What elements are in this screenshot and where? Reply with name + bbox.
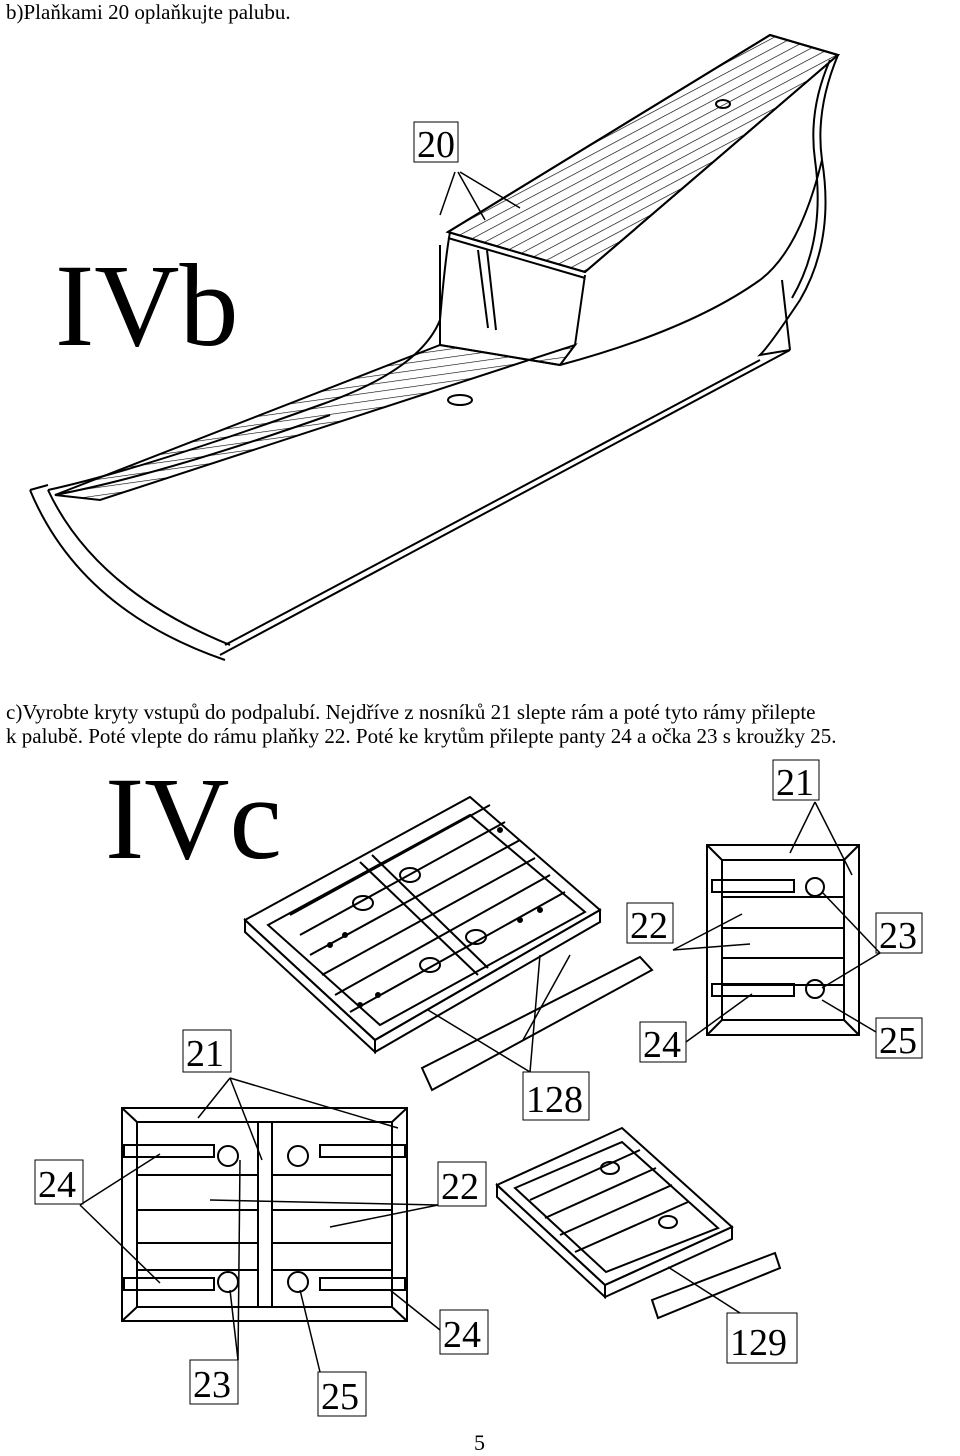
callout-21-top: 21	[776, 762, 814, 804]
step-c-instruction-line1: c)Vyrobte kryty vstupů do podpalubí. Nej…	[6, 700, 816, 724]
ivb-boat-drawing	[29, 33, 841, 661]
strip-129	[650, 1251, 782, 1320]
strip-128	[420, 955, 654, 1092]
ivb-title: IVb	[55, 240, 239, 371]
callout-22-right: 22	[630, 905, 668, 947]
callout-25-bottom: 25	[321, 1376, 359, 1418]
callout-128: 128	[526, 1079, 583, 1121]
callout-20: 20	[413, 121, 521, 221]
upper-deck	[445, 33, 841, 274]
hatch-cover-iso-small	[495, 1126, 734, 1300]
callout-129: 129	[730, 1322, 787, 1364]
callout-24-bottom: 24	[443, 1314, 481, 1356]
callout-24-left: 24	[38, 1164, 76, 1206]
hatch-cover-top-left	[121, 1107, 408, 1322]
callout-24-right: 24	[643, 1024, 681, 1066]
callout-21-left: 21	[186, 1033, 224, 1075]
lower-deck	[54, 343, 578, 502]
callout-23-right: 23	[879, 915, 917, 957]
hatch-cover-top-right	[706, 844, 860, 1036]
callout-22-left: 22	[441, 1166, 479, 1208]
callout-25-right: 25	[879, 1020, 917, 1062]
callout-23-bottom: 23	[193, 1364, 231, 1406]
page-number: 5	[474, 1430, 485, 1455]
step-b-instruction: b)Plaňkami 20 oplaňkujte palubu.	[6, 0, 291, 24]
ivc-title: IVc	[105, 753, 282, 884]
leader-lines	[79, 801, 881, 1373]
step-c-instruction-line2: k palubě. Poté vlepte do rámu plaňky 22.…	[6, 724, 837, 748]
callout-20-label: 20	[417, 124, 455, 166]
hatch-cover-iso-large	[243, 795, 602, 1055]
